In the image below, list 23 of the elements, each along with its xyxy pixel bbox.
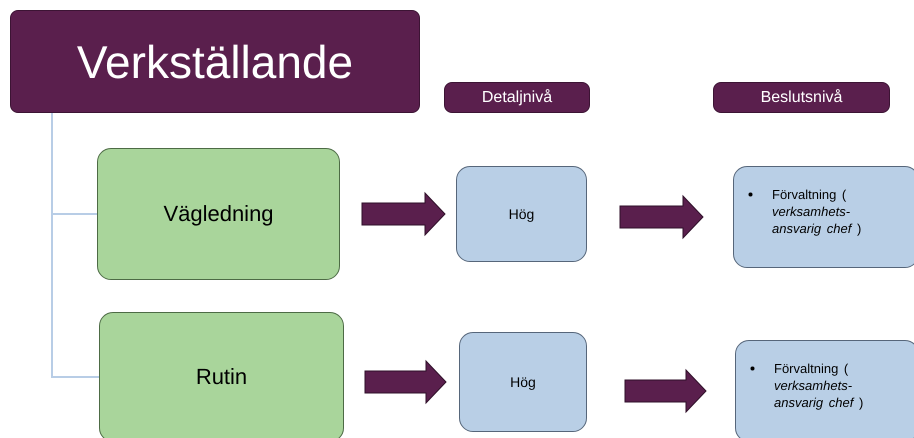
block-arrow [362, 192, 446, 236]
level-box [459, 332, 587, 432]
box-label: Hög [510, 374, 536, 390]
box-label: Verkställande [76, 34, 354, 88]
decision-box [735, 340, 914, 438]
box-label: Rutin [196, 364, 248, 390]
box-label: Beslutsnivå [760, 88, 842, 106]
block-arrow [364, 360, 447, 404]
category-box [99, 312, 344, 438]
connector-line [51, 113, 99, 378]
category-box [97, 148, 340, 280]
block-arrow [624, 368, 707, 414]
bullet-text: Förvaltning ( verksamhets- ansvarig chef ) [774, 361, 864, 412]
level-box [456, 166, 587, 262]
title-box [10, 10, 420, 113]
column-header [444, 82, 590, 113]
decision-box [733, 166, 914, 268]
box-label: Hög [508, 206, 534, 222]
block-arrow [620, 194, 704, 240]
box-label: Vägledning [163, 201, 274, 227]
box-label: Detaljnivå [482, 88, 552, 106]
bullet-text: Förvaltning ( verksamhets- ansvarig chef ) [772, 187, 862, 238]
column-header [713, 82, 890, 113]
